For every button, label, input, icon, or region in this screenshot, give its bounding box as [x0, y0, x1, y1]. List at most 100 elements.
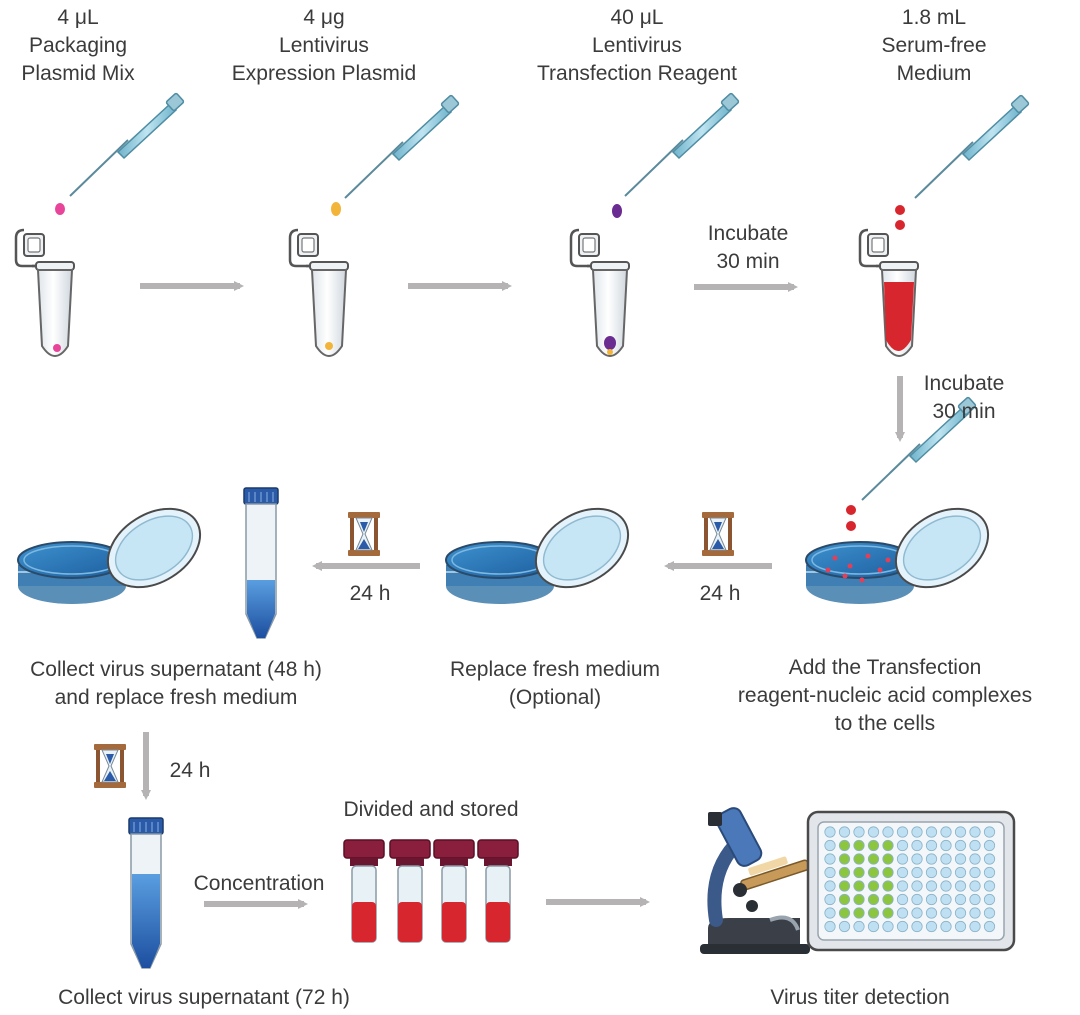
tube-1	[14, 228, 76, 358]
plate-well	[969, 920, 981, 933]
tube-3	[569, 228, 631, 358]
plate-well	[896, 880, 909, 892]
plate-well	[983, 920, 996, 933]
plate-well	[969, 826, 981, 838]
plate-well	[867, 893, 880, 906]
well-plate-icon	[806, 810, 1016, 952]
plate-well	[911, 826, 923, 838]
plate-well	[940, 907, 952, 919]
plate-well	[853, 839, 865, 852]
plate-well	[925, 839, 938, 852]
wait-label-1: 24 h	[699, 582, 741, 605]
dish-collect	[17, 491, 216, 605]
pipette-icon	[914, 93, 1031, 199]
plate-well	[954, 853, 967, 865]
plate-well	[867, 839, 880, 852]
hourglass-icon	[347, 511, 381, 557]
titer-label: Virus titer detection	[770, 986, 950, 1009]
plate-well	[867, 907, 880, 919]
wait-label-2: 24 h	[349, 582, 391, 605]
plate-well	[925, 826, 938, 838]
pipette-icon	[624, 91, 741, 197]
plate-well	[925, 893, 938, 906]
hourglass-icon	[93, 743, 127, 789]
plate-well	[940, 893, 952, 906]
plate-well	[911, 839, 923, 852]
plate-well	[969, 907, 981, 919]
dish-add	[805, 491, 1004, 605]
plate-well	[925, 920, 938, 933]
plate-well	[940, 866, 952, 879]
plate-well	[896, 853, 909, 865]
plate-well	[969, 893, 981, 906]
plate-well	[853, 853, 865, 865]
concentration-label: Concentration	[193, 872, 325, 895]
dish-replace	[445, 491, 644, 605]
plate-well	[969, 866, 981, 879]
plate-well	[867, 866, 880, 879]
plate-well	[882, 826, 894, 838]
plate-well	[838, 880, 851, 892]
plate-well	[824, 866, 836, 879]
plate-well	[896, 920, 909, 933]
plate-well	[983, 839, 996, 852]
plate-well	[911, 893, 923, 906]
plate-well	[896, 826, 909, 838]
plate-well	[954, 839, 967, 852]
plate-well	[954, 866, 967, 879]
plate-well	[896, 839, 909, 852]
plate-well	[911, 866, 923, 879]
plate-well	[882, 920, 894, 933]
plate-well	[838, 826, 851, 838]
plate-well	[940, 920, 952, 933]
plate-well	[882, 839, 894, 852]
wait-label-3: 24 h	[169, 759, 211, 782]
plate-well	[969, 853, 981, 865]
plate-well	[983, 826, 996, 838]
plate-well	[838, 866, 851, 879]
plate-well	[969, 839, 981, 852]
plate-well	[911, 853, 923, 865]
plate-well	[867, 880, 880, 892]
collect48-label: Collect virus supernatant (48 h)and repl…	[30, 658, 322, 709]
plate-well	[940, 839, 952, 852]
plate-well	[838, 920, 851, 933]
plate-well	[882, 907, 894, 919]
plate-well	[824, 893, 836, 906]
divided-label: Divided and stored	[343, 798, 519, 821]
plate-well	[911, 920, 923, 933]
plate-well	[954, 907, 967, 919]
plate-well	[853, 826, 865, 838]
plate-well	[838, 853, 851, 865]
plate-well	[925, 866, 938, 879]
plate-well	[853, 907, 865, 919]
plate-well	[925, 880, 938, 892]
pipette-icon	[69, 91, 186, 197]
plate-well	[925, 853, 938, 865]
pipette-icon	[344, 93, 461, 199]
plate-well	[824, 907, 836, 919]
plate-well	[824, 880, 836, 892]
plate-well	[853, 866, 865, 879]
plate-well	[896, 893, 909, 906]
plate-well	[867, 853, 880, 865]
plate-well	[925, 907, 938, 919]
plate-well	[954, 880, 967, 892]
plate-well	[940, 826, 952, 838]
plate-well	[882, 893, 894, 906]
plate-well	[882, 866, 894, 879]
plate-well	[983, 880, 996, 892]
tube-2	[288, 228, 350, 358]
plate-well	[838, 893, 851, 906]
plate-well	[824, 839, 836, 852]
plate-well	[983, 853, 996, 865]
plate-well	[824, 920, 836, 933]
plate-well	[969, 880, 981, 892]
